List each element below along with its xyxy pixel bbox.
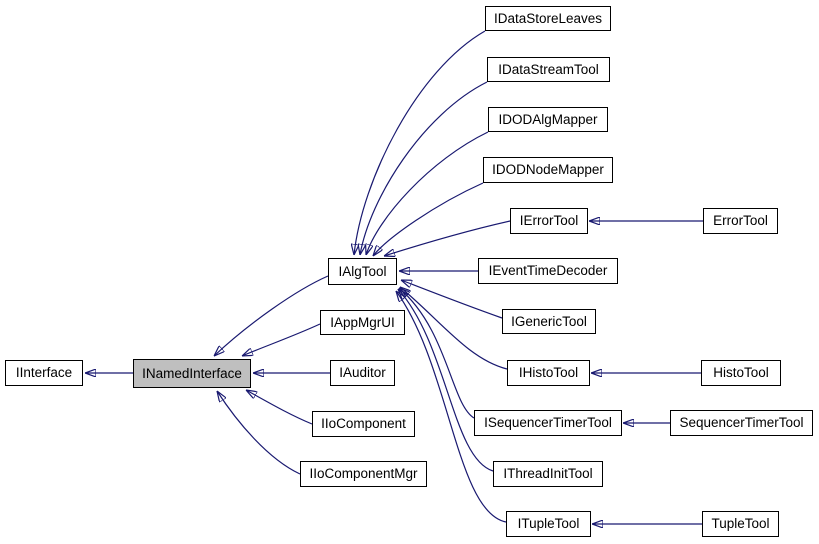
node-iauditor[interactable]: IAuditor xyxy=(330,360,395,386)
node-tupletool[interactable]: TupleTool xyxy=(702,511,779,537)
edge-itupletool-ialgtool xyxy=(396,291,507,523)
edge-ialgtool-inamedinterface xyxy=(214,275,329,356)
node-idatastreamtool[interactable]: IDataStreamTool xyxy=(487,57,610,82)
node-ialgtool[interactable]: IAlgTool xyxy=(328,258,397,285)
node-idatastoreleaves[interactable]: IDataStoreLeaves xyxy=(485,6,611,31)
node-idodalgmapper[interactable]: IDODAlgMapper xyxy=(488,107,608,132)
edge-iiocomponent-inamedinterface xyxy=(246,390,313,425)
node-iinterface[interactable]: IInterface xyxy=(5,360,83,386)
node-errortool[interactable]: ErrorTool xyxy=(703,208,778,234)
edge-idatastoreleaves-ialgtool xyxy=(354,30,486,255)
node-ieventtimedecoder[interactable]: IEventTimeDecoder xyxy=(478,258,618,284)
node-ihistotool[interactable]: IHistoTool xyxy=(507,360,590,386)
node-histotool[interactable]: HistoTool xyxy=(701,360,781,386)
node-iappmgrui[interactable]: IAppMgrUI xyxy=(320,310,405,335)
edge-ihistotool-ialgtool xyxy=(400,287,508,370)
edge-iiocomponentmgr-inamedinterface xyxy=(217,391,301,475)
edge-idatastreamtool-ialgtool xyxy=(360,81,488,255)
edge-ithreadinittool-ialgtool xyxy=(398,289,494,472)
edge-ierrortool-ialgtool xyxy=(384,220,511,256)
node-ithreadinittool[interactable]: IThreadInitTool xyxy=(493,461,603,487)
node-iiocomponentmgr[interactable]: IIoComponentMgr xyxy=(300,461,427,487)
node-ierrortool[interactable]: IErrorTool xyxy=(510,208,588,234)
edge-idodnodemapper-ialgtool xyxy=(373,182,484,256)
edge-igenerictool-ialgtool xyxy=(401,280,503,319)
node-sequencertimertool[interactable]: SequencerTimerTool xyxy=(670,410,813,436)
edge-iappmgrui-inamedinterface xyxy=(242,323,321,356)
node-isequencertimertool[interactable]: ISequencerTimerTool xyxy=(474,410,622,436)
node-idodnodemapper[interactable]: IDODNodeMapper xyxy=(483,157,613,183)
node-igenerictool[interactable]: IGenericTool xyxy=(502,309,596,334)
node-itupletool[interactable]: ITupleTool xyxy=(506,511,591,537)
node-inamedinterface[interactable]: INamedInterface xyxy=(133,359,251,388)
edge-isequencertimertool-ialgtool xyxy=(399,288,475,419)
node-iiocomponent[interactable]: IIoComponent xyxy=(312,411,415,437)
edge-idodalgmapper-ialgtool xyxy=(366,131,489,255)
